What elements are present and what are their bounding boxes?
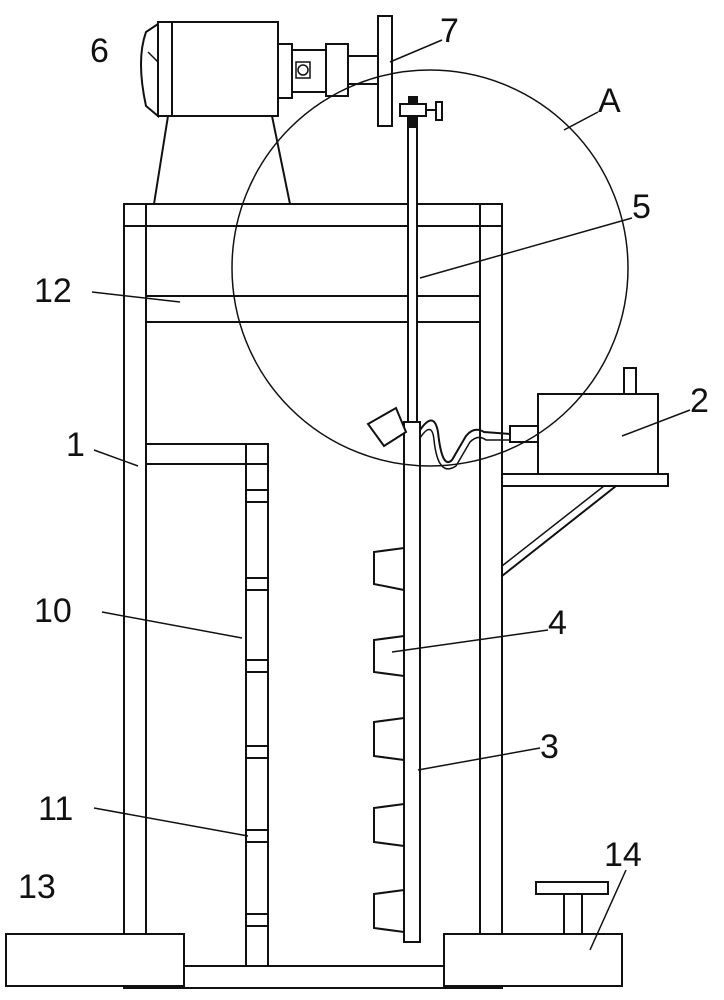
partition-plate — [145, 443, 269, 967]
leader-lines — [91, 39, 691, 951]
label-6: 6 — [90, 32, 109, 70]
label-7: 7 — [440, 12, 459, 50]
spray-pipe — [403, 421, 421, 943]
gear-coupling — [377, 15, 443, 128]
label-10: 10 — [34, 592, 72, 630]
label-5: 5 — [632, 188, 651, 226]
label-2: 2 — [690, 382, 709, 420]
filter-screen — [145, 295, 481, 323]
through-holes — [245, 489, 269, 927]
label-13: 13 — [18, 868, 56, 906]
motor — [140, 21, 379, 119]
label-3: 3 — [540, 728, 559, 766]
detail-circle-a — [231, 69, 629, 467]
nozzles — [366, 406, 408, 934]
label-14: 14 — [604, 836, 642, 874]
label-a: A — [598, 82, 621, 120]
handle — [535, 881, 609, 935]
motor-support — [153, 115, 291, 205]
label-11: 11 — [38, 790, 73, 828]
pump-bracket — [501, 473, 669, 577]
rotating-shaft — [407, 117, 418, 429]
left-base — [5, 933, 185, 987]
housing — [123, 203, 503, 989]
label-4: 4 — [548, 604, 567, 642]
label-1: 1 — [66, 426, 85, 464]
label-12: 12 — [34, 272, 72, 310]
right-base — [443, 933, 623, 987]
